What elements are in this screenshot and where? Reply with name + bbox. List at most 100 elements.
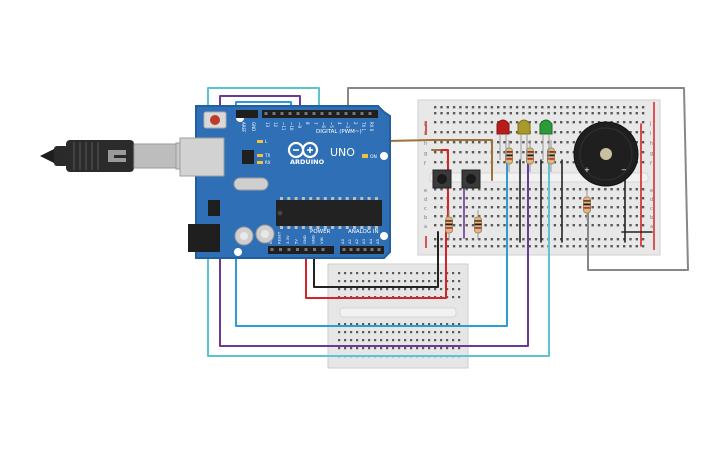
breadboard-hole — [515, 112, 519, 115]
breadboard-hole — [635, 206, 638, 209]
breadboard-hole — [428, 280, 431, 283]
breadboard-hole — [434, 141, 437, 144]
breadboard-hole — [641, 106, 645, 109]
breadboard-hole — [572, 206, 575, 209]
breadboard-hole — [362, 331, 365, 334]
breadboard-hole — [398, 323, 401, 326]
arduino-model: UNO — [330, 146, 355, 159]
breadboard-hole — [452, 131, 456, 134]
arduino-infinity-logo-icon — [287, 141, 319, 159]
breadboard-hole — [597, 245, 601, 248]
breadboard-hole — [597, 112, 601, 115]
wire-gray-buzzer[interactable] — [347, 87, 689, 271]
breadboard-hole — [572, 224, 575, 227]
chip-pin — [301, 226, 305, 229]
analog-pin-label: A4 — [368, 238, 373, 244]
digital-pin-label: ~10 — [289, 122, 294, 131]
breadboard-hole — [434, 245, 437, 248]
chip-pin — [345, 226, 349, 229]
breadboard-hole — [541, 206, 544, 209]
usb-cable-boot — [54, 146, 68, 166]
header-pin — [356, 248, 360, 251]
breadboard-hole — [344, 331, 347, 334]
digital-pin-label: TX 1 — [361, 121, 366, 131]
breadboard-hole — [362, 323, 365, 326]
push-button-1[interactable] — [432, 169, 452, 189]
breadboard-hole — [446, 339, 449, 342]
wire-black-gnd[interactable] — [313, 231, 439, 288]
breadboard-hole — [616, 238, 620, 241]
breadboard-hole — [553, 245, 557, 248]
breadboard-hole — [356, 272, 359, 275]
row-letter-left: c — [424, 206, 427, 212]
breadboard-hole — [591, 188, 594, 191]
breadboard-hole — [616, 112, 620, 115]
wires[interactable] — [207, 87, 689, 357]
breadboard-hole — [434, 288, 437, 291]
breadboard-hole — [553, 215, 557, 218]
breadboard-hole — [604, 215, 607, 218]
breadboard-hole — [641, 188, 645, 191]
analog-pin-label: A2 — [354, 238, 359, 244]
breadboard-hole — [591, 197, 594, 200]
breadboard-hole — [490, 106, 494, 109]
row-letter-right: j — [649, 121, 651, 127]
breadboard-hole — [440, 238, 443, 241]
resistor[interactable] — [583, 190, 591, 220]
atmega-pins — [280, 197, 378, 229]
jumper-red-button[interactable] — [439, 149, 449, 219]
wire-red-5v[interactable] — [305, 223, 447, 299]
breadboard-hole — [553, 238, 557, 241]
breadboard-hole — [522, 106, 525, 109]
led-green[interactable] — [539, 119, 553, 160]
breadboard-hole — [458, 288, 461, 291]
breadboard-hole — [560, 121, 563, 124]
breadboard-hole — [515, 131, 519, 134]
breadboard-hole — [446, 106, 449, 109]
regulator-chip — [208, 200, 220, 216]
breadboard-hole — [553, 112, 557, 115]
breadboard-hole — [503, 112, 506, 115]
breadboard-hole — [553, 121, 557, 124]
breadboard-hole — [534, 141, 538, 144]
resistor[interactable] — [505, 140, 513, 172]
chip-pin — [367, 197, 371, 200]
chip-pin — [353, 197, 356, 200]
breadboard-hole — [610, 188, 613, 191]
breadboard-hole — [616, 121, 620, 124]
breadboard-hole — [422, 347, 425, 350]
piezo-buzzer[interactable]: + − — [573, 121, 639, 187]
rx-label: RX — [265, 160, 271, 165]
breadboard-hole — [452, 238, 456, 241]
breadboard-hole — [434, 224, 437, 227]
breadboard-hole — [478, 245, 481, 248]
breadboard-hole — [641, 197, 645, 200]
push-button-2[interactable] — [461, 169, 481, 189]
resistor[interactable] — [474, 210, 482, 240]
breadboard-hole — [572, 188, 575, 191]
resistor[interactable] — [445, 210, 453, 240]
breadboard-hole — [338, 288, 341, 291]
breadboard-hole — [497, 245, 500, 248]
arduino-reset-button[interactable] — [210, 115, 220, 125]
breadboard-hole — [458, 323, 461, 326]
breadboard-hole — [566, 151, 569, 154]
breadboard-hole — [616, 224, 620, 227]
breadboard-hole — [641, 151, 645, 154]
breadboard-hole — [591, 206, 594, 209]
breadboard-hole — [465, 131, 468, 134]
led-yellow[interactable] — [517, 119, 531, 160]
small-breadboard[interactable] — [327, 263, 469, 369]
row-letter-left: g — [424, 151, 427, 157]
breadboard-hole — [374, 331, 377, 334]
led-red[interactable] — [496, 119, 510, 160]
chip-pin — [301, 197, 305, 200]
breadboard-hole — [616, 106, 620, 109]
breadboard-hole — [410, 331, 413, 334]
breadboard-hole — [610, 106, 613, 109]
breadboard-hole — [398, 331, 401, 334]
header-pin — [342, 248, 346, 251]
breadboard-hole — [471, 197, 475, 200]
